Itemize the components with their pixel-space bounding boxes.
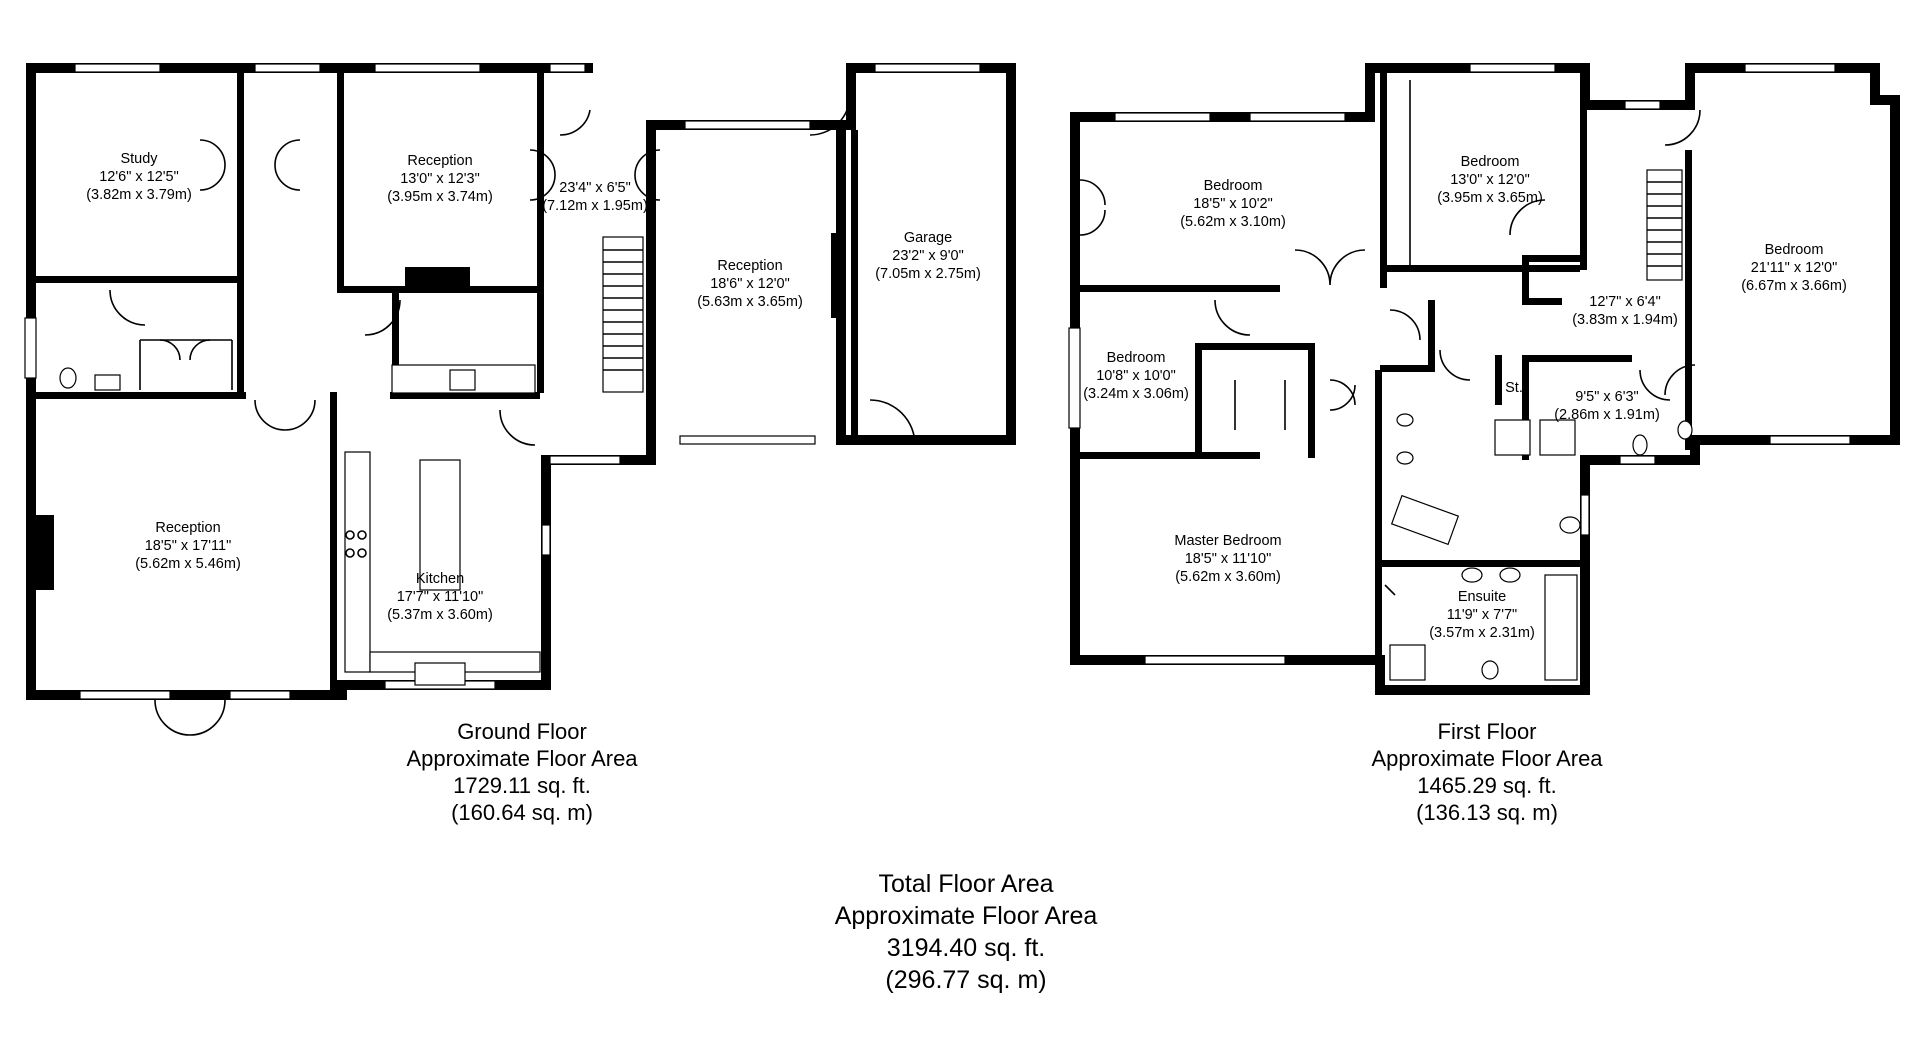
store-label: St. [1505, 380, 1523, 396]
room-size-imperial-study: 12'6" x 12'5" [99, 169, 179, 185]
room-size-imperial-reception-front: 13'0" x 12'3" [400, 171, 480, 187]
room-size-metric-master-bedroom: (5.62m x 3.60m) [1175, 569, 1281, 585]
first-floor-area-label: Approximate Floor Area [1371, 746, 1603, 771]
room-size-metric-ensuite: (3.57m x 2.31m) [1429, 625, 1535, 641]
room-name-reception-front: Reception [407, 153, 472, 169]
room-name-bedroom-a: Bedroom [1204, 178, 1263, 194]
room-name-kitchen: Kitchen [416, 571, 464, 587]
room-size-imperial-kitchen: 17'7" x 11'10" [397, 589, 484, 605]
room-size-imperial-bedroom-a: 18'5" x 10'2" [1193, 196, 1273, 212]
room-name-master-bedroom: Master Bedroom [1174, 533, 1281, 549]
total-area-sqft: 3194.40 sq. ft. [887, 934, 1045, 962]
room-name-garage: Garage [904, 230, 952, 246]
room-size-metric-shower-room: (2.86m x 1.91m) [1554, 407, 1660, 423]
room-size-imperial-bedroom-b: 13'0" x 12'0" [1450, 172, 1530, 188]
room-name-reception-rear: Reception [155, 520, 220, 536]
room-name-ensuite: Ensuite [1458, 589, 1506, 605]
room-size-metric-bedroom-a: (5.62m x 3.10m) [1180, 214, 1286, 230]
first-floor-room-labels: Bedroom 18'5" x 10'2" (5.62m x 3.10m) Be… [1083, 154, 1847, 641]
room-size-imperial-landing: 12'7" x 6'4" [1589, 294, 1660, 310]
room-name-reception-side: Reception [717, 258, 782, 274]
room-size-metric-landing: (3.83m x 1.94m) [1572, 312, 1678, 328]
ground-floor-title: Ground Floor [457, 719, 587, 744]
room-size-metric-study: (3.82m x 3.79m) [86, 187, 192, 203]
room-size-metric-bedroom-b: (3.95m x 3.65m) [1437, 190, 1543, 206]
first-floor-area-sqm: (136.13 sq. m) [1416, 800, 1558, 825]
room-size-imperial-master-bedroom: 18'5" x 11'10" [1185, 551, 1272, 567]
total-area-sqm: (296.77 sq. m) [885, 966, 1046, 994]
ground-floor-caption: Ground Floor Approximate Floor Area 1729… [406, 719, 638, 825]
ground-floor-room-labels: Study 12'6" x 12'5" (3.82m x 3.79m) Rece… [86, 151, 981, 623]
ground-floor-area-label: Approximate Floor Area [406, 746, 638, 771]
room-size-imperial-garage: 23'2" x 9'0" [892, 248, 963, 264]
total-area-label: Approximate Floor Area [835, 902, 1098, 930]
first-floor-plan [1068, 63, 1900, 695]
room-size-imperial-bedroom-d: 10'8" x 10'0" [1096, 368, 1176, 384]
room-size-imperial-ensuite: 11'9" x 7'7" [1447, 607, 1517, 623]
room-name-bedroom-b: Bedroom [1461, 154, 1520, 170]
room-size-imperial-reception-side: 18'6" x 12'0" [710, 276, 790, 292]
room-size-imperial-hall: 23'4" x 6'5" [559, 180, 630, 196]
total-area-title: Total Floor Area [878, 870, 1053, 898]
first-floor-area-sqft: 1465.29 sq. ft. [1417, 773, 1556, 798]
room-size-metric-reception-front: (3.95m x 3.74m) [387, 189, 493, 205]
first-floor-caption: First Floor Approximate Floor Area 1465.… [1371, 719, 1603, 825]
room-size-metric-garage: (7.05m x 2.75m) [875, 266, 981, 282]
room-size-imperial-bedroom-c: 21'11" x 12'0" [1751, 260, 1838, 276]
ground-floor-area-sqm: (160.64 sq. m) [451, 800, 593, 825]
room-size-metric-bedroom-c: (6.67m x 3.66m) [1741, 278, 1847, 294]
ground-floor-plan [24, 63, 1016, 736]
total-area-caption: Total Floor Area Approximate Floor Area … [835, 870, 1098, 994]
first-floor-title: First Floor [1438, 719, 1537, 744]
room-size-metric-reception-side: (5.63m x 3.65m) [697, 294, 803, 310]
room-name-bedroom-d: Bedroom [1107, 350, 1166, 366]
room-size-metric-kitchen: (5.37m x 3.60m) [387, 607, 493, 623]
room-size-metric-hall: (7.12m x 1.95m) [542, 198, 648, 214]
room-size-imperial-shower-room: 9'5" x 6'3" [1575, 389, 1638, 405]
room-size-imperial-reception-rear: 18'5" x 17'11" [145, 538, 232, 554]
room-name-bedroom-c: Bedroom [1765, 242, 1824, 258]
room-name-study: Study [120, 151, 158, 167]
room-size-metric-bedroom-d: (3.24m x 3.06m) [1083, 386, 1189, 402]
room-size-metric-reception-rear: (5.62m x 5.46m) [135, 556, 241, 572]
ground-floor-area-sqft: 1729.11 sq. ft. [453, 773, 591, 798]
